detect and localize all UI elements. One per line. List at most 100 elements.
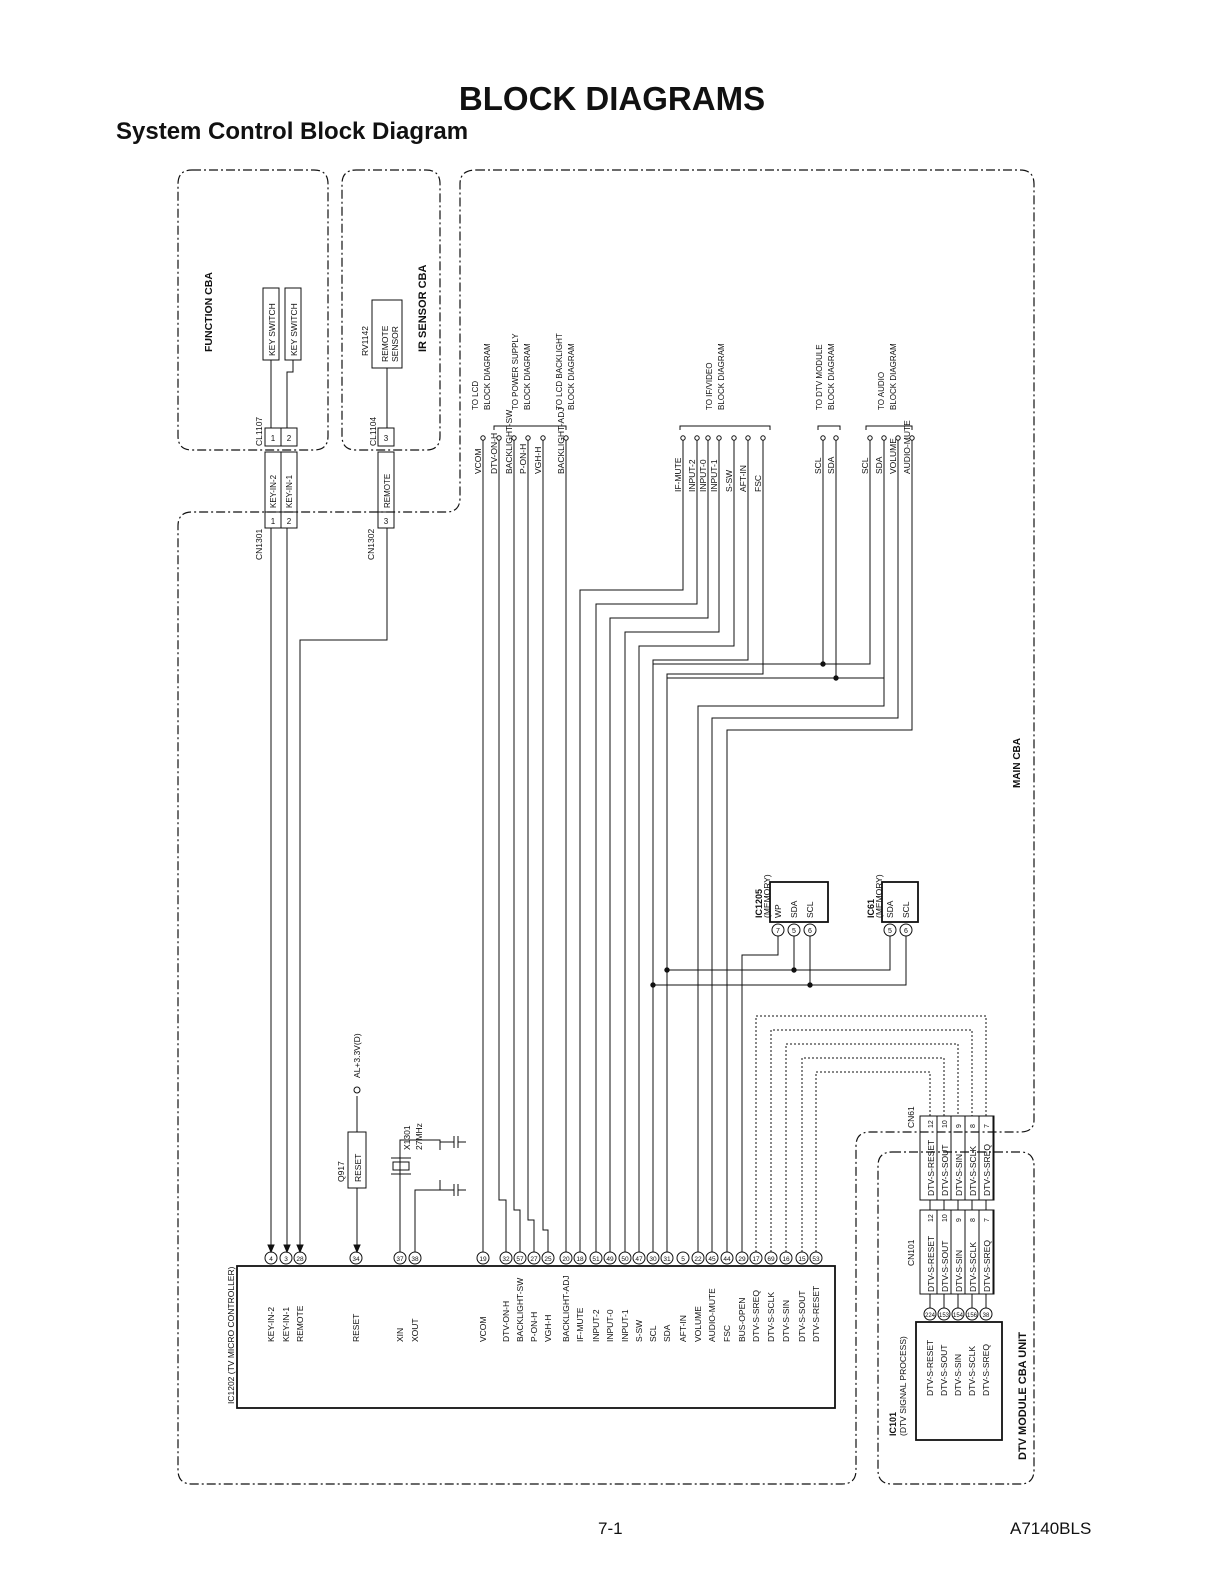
ic1202-pin-number-44: 44 xyxy=(723,1256,731,1263)
dtv-serial-wire-4 xyxy=(815,1071,931,1252)
scl-audio-wire xyxy=(823,440,871,665)
main-cba-outline xyxy=(177,169,1035,1485)
destination-2-line-1: TO LCD BACKLIGHT xyxy=(555,333,564,410)
destination-3-line-2: BLOCK DIAGRAM xyxy=(717,343,726,410)
ic1202-pin-number-4: 4 xyxy=(269,1256,273,1263)
ir-sensor-cba-outline xyxy=(341,169,441,451)
if-video-wire-3 xyxy=(624,440,720,1252)
cn101-pin-12: 12 xyxy=(928,1214,935,1222)
ic1205-desc: (MEMORY) xyxy=(762,874,772,918)
cn101-pin-9: 9 xyxy=(956,1218,963,1222)
vgh-h-wire xyxy=(542,440,549,1252)
ic61-pin-5 xyxy=(883,923,897,937)
destination-2-line-2: BLOCK DIAGRAM xyxy=(567,343,576,410)
ic1202-pin-number-15: 15 xyxy=(798,1256,806,1263)
fsc-wire xyxy=(726,440,913,1252)
cn61-pin-7: 7 xyxy=(984,1124,991,1128)
cn101-label: CN101 xyxy=(906,1239,916,1266)
ir-sensor-cba-label: IR SENSOR CBA xyxy=(417,265,429,352)
cn1301-pin-1: 1 xyxy=(271,517,276,526)
cl1107-pin-2: 2 xyxy=(287,434,292,443)
if-video-wire-2 xyxy=(609,440,709,1252)
ic1202-signal-audio-mute: AUDIO-MUTE xyxy=(707,1288,717,1342)
top-signal-terminal xyxy=(716,435,722,441)
reset-ic-label: RESET xyxy=(353,1154,363,1182)
ic1202-signal-remote: REMOTE xyxy=(295,1305,305,1342)
cn61-pin-9: 9 xyxy=(956,1124,963,1128)
ic1202-pin-number-20: 20 xyxy=(562,1256,570,1263)
remote-sensor-label-1: REMOTE xyxy=(380,325,390,362)
ic1202-pin-3 xyxy=(279,1251,293,1265)
ic1202-pin-number-27: 27 xyxy=(530,1256,538,1263)
dtv-module-cba-outline xyxy=(877,1151,1035,1485)
top-signal-vcom: VCOM xyxy=(473,449,483,475)
ic101-signal-dtv-s-sout: DTV-S-SOUT xyxy=(939,1345,949,1396)
cn101-signal-dtv-s-sreq: DTV-S-SREQ xyxy=(982,1240,992,1292)
ic1202-pin-number-30: 30 xyxy=(649,1256,657,1263)
ic101-pin-number-224: 224 xyxy=(925,1313,936,1319)
dtv-serial-wire-0 xyxy=(755,1015,987,1252)
ic61-label: IC61 xyxy=(866,899,876,918)
ic61-desc: (MEMORY) xyxy=(874,874,884,918)
arrow-head xyxy=(353,1244,361,1254)
arrow-head xyxy=(267,1244,275,1254)
ic101-signal-dtv-s-sin: DTV-S-SIN xyxy=(953,1354,963,1396)
ic101-body xyxy=(915,1321,1003,1441)
ic1202-signal-scl: SCL xyxy=(648,1325,658,1342)
if-video-wire-0 xyxy=(579,440,684,1252)
ic1205-body xyxy=(769,881,829,923)
if-video-wire-6 xyxy=(666,440,764,1252)
top-signal-if-mute: IF-MUTE xyxy=(673,457,683,492)
destination-5-line-1: TO AUDIO xyxy=(877,372,886,410)
cn101-signal-dtv-s-sout: DTV-S-SOUT xyxy=(940,1241,950,1292)
ic1202-signal-backlight-adj: BACKLIGHT-ADJ xyxy=(561,1275,571,1342)
ic1202-pin-number-31: 31 xyxy=(663,1256,671,1263)
top-signal-sda: SDA xyxy=(826,456,836,474)
ic1202-signal-dtv-on-h: DTV-ON-H xyxy=(501,1301,511,1342)
ic1202-pin-number-28: 28 xyxy=(296,1256,304,1263)
ic101-pin-number-153: 153 xyxy=(939,1313,950,1319)
ic61-body xyxy=(881,881,919,923)
cl1104-pin-3: 3 xyxy=(384,434,389,443)
ic1205-pin-number-5: 5 xyxy=(792,928,796,935)
cn101-signal-dtv-s-reset: DTV-S-RESET xyxy=(926,1236,936,1292)
junction-dot xyxy=(791,967,797,973)
ic1202-signal-aft-in: AFT-IN xyxy=(678,1315,688,1342)
bus-open-wire xyxy=(741,936,779,1252)
ic1202-signal-input-1: INPUT-1 xyxy=(620,1309,630,1342)
destination-0-line-1: TO LCD xyxy=(471,381,480,410)
cl1104-label: CL1104 xyxy=(368,417,378,446)
ic1202-signal-reset: RESET xyxy=(351,1314,361,1342)
ic1202-pin-number-32: 32 xyxy=(502,1256,510,1263)
top-signal-terminal xyxy=(680,435,686,441)
cn61-pin-10: 10 xyxy=(942,1120,949,1128)
ic1205-pin-5 xyxy=(787,923,801,937)
cn1302-pin-3: 3 xyxy=(384,517,389,526)
ic61-signal-sda: SDA xyxy=(885,900,895,918)
top-signal-scl: SCL xyxy=(860,457,870,474)
ic61-scl-wire xyxy=(653,936,907,986)
top-signal-terminal xyxy=(881,435,887,441)
cn101-pin-8: 8 xyxy=(970,1218,977,1222)
ic1202-pin-number-22: 22 xyxy=(694,1256,702,1263)
cl1104-strip xyxy=(377,427,395,447)
dtv-serial-wire-3 xyxy=(801,1057,945,1252)
ic1202-pin-number-3: 3 xyxy=(284,1256,288,1263)
destination-3-line-1: TO IF/VIDEO xyxy=(705,363,714,410)
ic1202-pin-number-51: 51 xyxy=(592,1256,600,1263)
ic1202-signal-input-0: INPUT-0 xyxy=(605,1309,615,1342)
ic1202-pin-number-50: 50 xyxy=(621,1256,629,1263)
top-signal-terminal xyxy=(820,435,826,441)
cl1107-label: CL1107 xyxy=(254,417,264,446)
ic1202-label: IC1202 (TV MICRO CONTROLLER) xyxy=(226,1266,236,1404)
destination-0-line-2: BLOCK DIAGRAM xyxy=(483,343,492,410)
document-code: A7140BLS xyxy=(1010,1519,1092,1538)
x1301-label: X1301 xyxy=(402,1125,412,1150)
top-signal-terminal xyxy=(694,435,700,441)
ic1202-pin-number-47: 47 xyxy=(635,1256,643,1263)
ic1202-signal-vcom: VCOM xyxy=(478,1317,488,1343)
volume-wire xyxy=(697,440,885,1252)
dtv-module-label: DTV MODULE CBA UNIT xyxy=(1017,1332,1029,1460)
top-signal-aft-in: AFT-IN xyxy=(738,465,748,492)
key-switch-2-wire xyxy=(286,360,294,428)
